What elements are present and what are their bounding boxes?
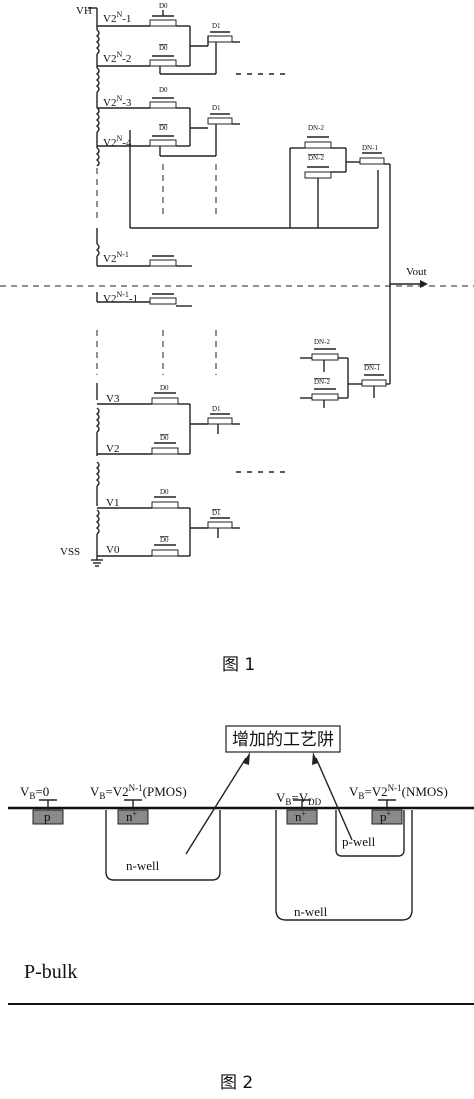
tap-label-9: V1 [106, 497, 119, 509]
terminal-contacts [39, 799, 396, 810]
lower-output-tree [300, 348, 390, 408]
gate-label-d0b-2: D0 [159, 124, 168, 132]
gate-label-d0-2: D0 [159, 86, 168, 94]
switch-group-1 [97, 10, 240, 75]
vb-vdd-label: VB=VDD [276, 790, 322, 807]
gate-label-d1-4: D1 [212, 509, 221, 517]
resistor-ladder [88, 7, 103, 567]
gate-label-d1-3: D1 [212, 405, 221, 413]
gate-label-dn1-1: DN-1 [362, 144, 378, 152]
vb-nmos-label: VB=V2N-1(NMOS) [349, 783, 448, 801]
n-well-right-label: n-well [294, 904, 328, 919]
gate-label-d0-4: D0 [160, 488, 169, 496]
n-diffusion-left-label: n+ [126, 809, 138, 824]
gate-label-d0-3: D0 [160, 384, 169, 392]
n-diffusion-right-label: n+ [295, 809, 307, 824]
gate-label-d0-1: D0 [159, 2, 168, 10]
upper-output-tree [129, 130, 391, 384]
tap-label-5: V2N-1 [103, 250, 129, 265]
gate-label-d1-1: D1 [212, 22, 221, 30]
gate-label-d1-2: D1 [212, 104, 221, 112]
gate-label-dn2b-1: DN-2 [308, 154, 324, 162]
tap-label-6: V2N-1-1 [103, 290, 138, 305]
p-diffusion-right-label: p+ [380, 809, 392, 824]
tap-label-7: V3 [106, 393, 120, 405]
gate-label-d0b-1: D0 [159, 44, 168, 52]
p-well [335, 810, 405, 857]
gate-label-dn1-2: DN-1 [364, 364, 380, 372]
tap-label-10: V0 [106, 544, 120, 556]
vb-pmos-label: VB=V2N-1(PMOS) [90, 783, 187, 801]
gate-label-dn2-2: DN-2 [314, 338, 330, 346]
figure2-caption: 图 2 [220, 1073, 253, 1093]
vss-label: VSS [60, 546, 80, 558]
gate-label-dn2b-2: DN-2 [314, 378, 330, 386]
gate-label-d0b-3: D0 [160, 434, 169, 442]
switch-group-4 [97, 496, 240, 557]
switch-group-mid [97, 255, 192, 307]
callout-box [225, 725, 341, 753]
tap-label-2: V2N-2 [103, 50, 131, 65]
n-well-left-label: n-well [126, 858, 160, 873]
figure1-caption: 图 1 [222, 655, 255, 675]
p-bulk-label: P-bulk [24, 961, 77, 983]
tap-label-8: V2 [106, 443, 119, 455]
callout-text: 增加的工艺阱 [232, 730, 334, 750]
switch-group-2 [97, 97, 240, 157]
n-well-left [105, 810, 221, 881]
gate-label-dn2-1: DN-2 [308, 124, 324, 132]
n-well-right [275, 810, 413, 921]
p-well-label: p-well [342, 834, 376, 849]
tap-label-3: V2N-3 [103, 94, 132, 109]
gate-label-d0b-4: D0 [160, 536, 169, 544]
vb0-label: VB=0 [20, 784, 49, 801]
p-diffusion-label: p [44, 809, 51, 824]
vh-label: VH [76, 5, 92, 17]
vout-arrow [390, 280, 428, 288]
vout-label: Vout [406, 266, 427, 278]
tap-label-4: V2N-4 [103, 134, 132, 149]
callout-arrows [185, 752, 353, 855]
tap-label-1: V2N-1 [103, 10, 131, 25]
switch-group-3 [97, 392, 240, 455]
